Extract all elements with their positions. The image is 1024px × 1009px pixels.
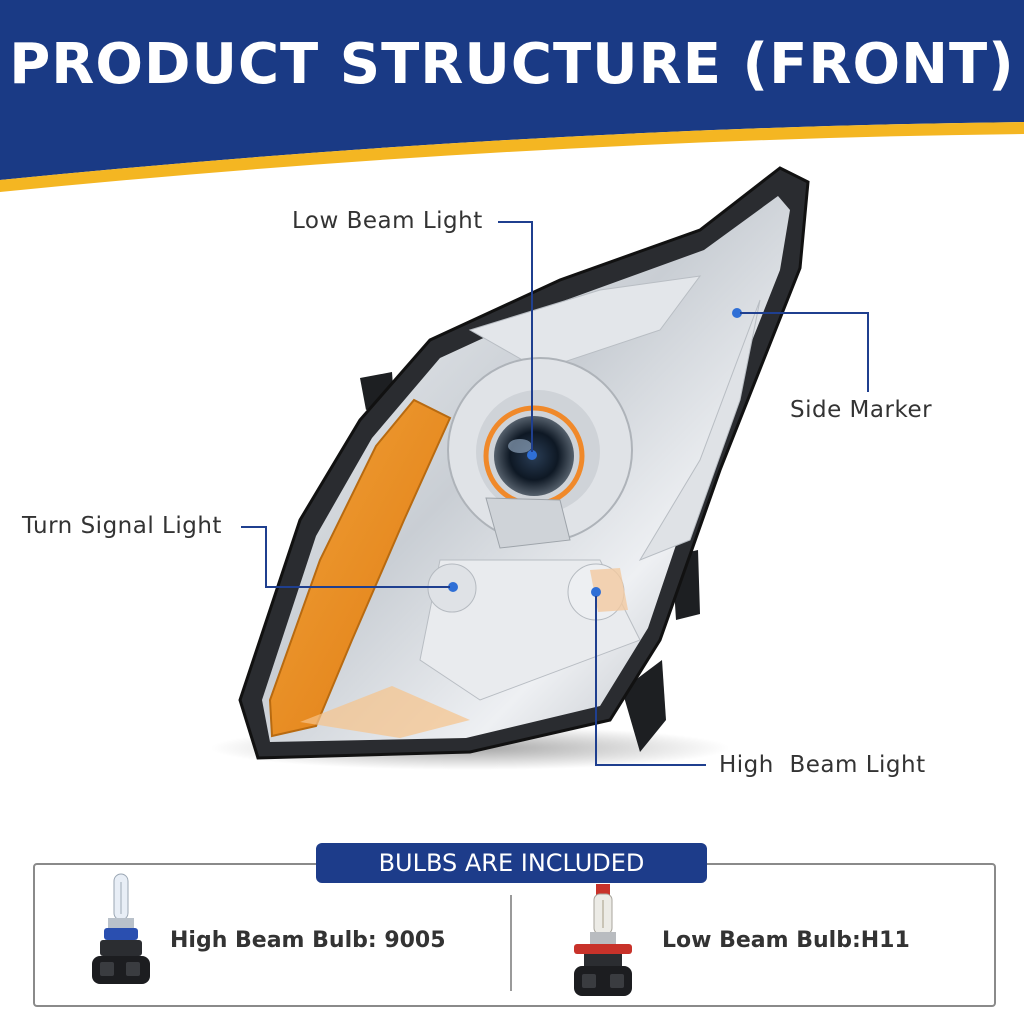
bulb-9005-icon xyxy=(92,873,150,984)
bulbs-divider xyxy=(510,895,512,991)
bulbs-box xyxy=(33,863,996,1007)
bulb-h11-icon xyxy=(574,884,632,996)
turn-signal-label: Turn Signal Light xyxy=(22,513,222,539)
bulbs-section-label: BULBS ARE INCLUDED xyxy=(316,843,707,883)
headlight-image xyxy=(210,166,869,770)
header-banner xyxy=(0,0,1024,192)
high-beam-label: High Beam Light xyxy=(719,752,926,778)
high-beam-bulb-label: High Beam Bulb: 9005 xyxy=(170,928,446,953)
side-marker-label: Side Marker xyxy=(790,397,933,423)
page-title: PRODUCT STRUCTURE (FRONT) xyxy=(9,32,1015,97)
low-beam-label: Low Beam Light xyxy=(292,208,483,234)
low-beam-bulb-label: Low Beam Bulb:H11 xyxy=(662,928,910,953)
